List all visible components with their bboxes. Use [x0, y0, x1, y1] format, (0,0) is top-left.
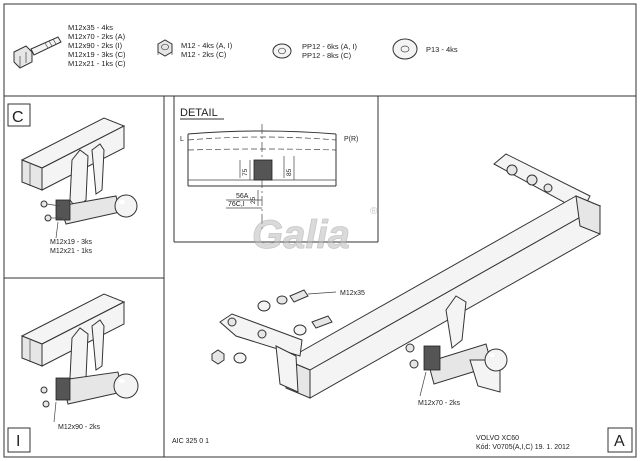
panel-i-letter: I: [16, 433, 20, 450]
panel-a-letter: A: [614, 433, 625, 450]
drawing-code: AIC 325 0 1: [172, 438, 209, 445]
detail-dim-56a: 56A: [236, 193, 249, 200]
panel-a-letter-box: [607, 427, 633, 453]
detail-dim-85: 85: [286, 168, 293, 176]
detail-dim-75: 75: [242, 168, 249, 176]
drawing-frame: [3, 3, 637, 458]
logo-registered-mark: ®: [370, 206, 378, 217]
bolt-icon: [13, 36, 62, 69]
galia-logo: Galia ®: [252, 206, 378, 257]
panel-i-bolt-label: M12x90 - 2ks: [58, 424, 101, 431]
detail-dim-76ci: 76C,I: [228, 201, 245, 208]
parts-nuts-list: M12 - 4ks (A, I) M12 - 2ks (C): [181, 41, 234, 59]
panel-c-letter: C: [12, 109, 24, 126]
washer-icon: [272, 43, 292, 59]
detail-view: DETAIL L P(R) 75 85 25 56A 76C,I: [173, 96, 379, 243]
panel-a-bolt-bottom-label: M12x70 - 2ks: [418, 400, 461, 407]
logo-text: Galia: [252, 213, 350, 257]
parts-washers-list: PP12 - 6ks (A, I) PP12 - 8ks (C): [302, 42, 359, 60]
panel-i-letter-box: [7, 427, 31, 453]
vehicle-model: VOLVO XC60: [476, 435, 519, 442]
parts-bolts-list: M12x35 - 4ks M12x70 - 2ks (A) M12x90 - 2…: [68, 23, 128, 68]
panel-c-bolt-labels: M12x19 - 3ks M12x21 - 1ks: [50, 239, 94, 255]
detail-title: DETAIL: [180, 107, 218, 119]
plate-washer-icon: [392, 38, 418, 60]
panel-c: C M12x19 - 3ks M12x21 - 1ks: [7, 103, 138, 255]
detail-label-p: P(R): [344, 136, 358, 143]
parts-plate-washer: P13 - 4ks: [426, 45, 458, 54]
panel-c-letter-box: [7, 103, 31, 127]
panel-i: I M12x90 - 2ks: [7, 293, 139, 453]
detail-label-l: L: [180, 136, 184, 143]
panel-a-bolt-top-label: M12x35: [340, 290, 365, 297]
nut-icon: [157, 39, 173, 57]
code-and-date: Kód: V0705(A,I,C) 19. 1. 2012: [476, 444, 570, 451]
panel-a: M12x35 M12x70 - 2ks A: [211, 153, 633, 453]
